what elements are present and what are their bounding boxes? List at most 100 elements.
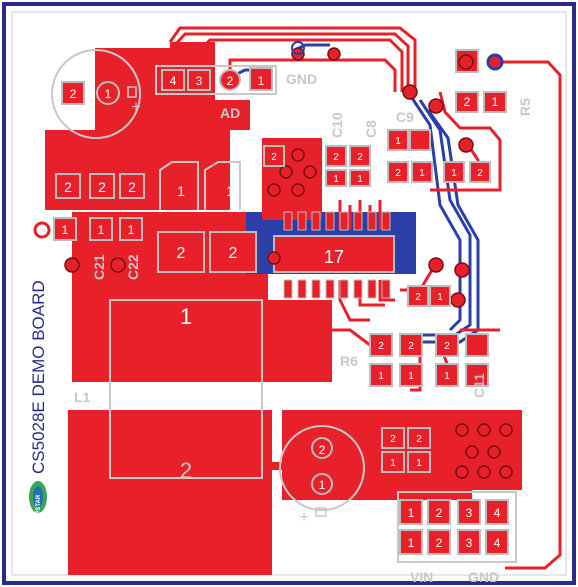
svg-text:3: 3 (196, 74, 203, 88)
cap-outline-bottom (279, 425, 365, 511)
pad-square (209, 231, 257, 273)
pad-round (96, 81, 120, 105)
via-blue (486, 53, 504, 71)
ic-pin-row-bottom (283, 279, 391, 299)
pad-square (387, 129, 409, 151)
pad-square (55, 173, 81, 199)
svg-text:2: 2 (395, 168, 401, 179)
via (450, 292, 466, 308)
pad-square (399, 333, 423, 357)
label-l1: L1 (74, 389, 91, 405)
svg-text:2: 2 (333, 152, 339, 163)
svg-text:1: 1 (226, 183, 234, 199)
svg-text:4: 4 (494, 536, 501, 550)
svg-text:1: 1 (416, 458, 422, 469)
via (455, 423, 469, 437)
pour-bottom-left (68, 410, 300, 575)
inductor-pad-1-label: 1 (180, 304, 192, 329)
via (458, 137, 474, 153)
svg-text:1: 1 (408, 506, 415, 520)
pad-square (61, 81, 85, 105)
label-c21: C21 (91, 254, 107, 280)
via (303, 165, 317, 179)
polarity-plus-top: + (131, 99, 140, 116)
pad-square (369, 333, 393, 357)
via (402, 84, 418, 100)
pad-square (53, 217, 77, 241)
svg-text:2: 2 (464, 95, 471, 109)
pad-square (325, 169, 347, 187)
ic-u1: 17 (273, 211, 395, 299)
label-c8: C8 (363, 120, 379, 138)
svg-text:2: 2 (477, 168, 483, 179)
via (291, 148, 305, 162)
svg-text:1: 1 (419, 168, 425, 179)
pad-square (325, 145, 347, 167)
svg-text:2: 2 (416, 434, 422, 445)
via (465, 445, 479, 459)
label-gnd-top: GND (286, 71, 317, 87)
svg-text:2: 2 (444, 341, 450, 352)
pads (53, 49, 509, 555)
label-gnd-bottom: GND (468, 569, 499, 585)
pad-square (469, 161, 491, 183)
via (267, 183, 281, 197)
via (454, 262, 470, 278)
pad-square (349, 169, 371, 187)
svg-text:1: 1 (62, 223, 69, 237)
label-r5: R5 (517, 98, 533, 116)
via (428, 98, 444, 114)
svg-text:1: 1 (408, 371, 414, 382)
svg-text:2: 2 (177, 245, 186, 262)
svg-text:2: 2 (357, 152, 363, 163)
pad-square (429, 285, 451, 307)
svg-text:4: 4 (170, 74, 177, 88)
label-r6: R6 (340, 353, 358, 369)
label-c11: C11 (471, 373, 487, 398)
svg-text:1: 1 (177, 183, 185, 199)
svg-text:1: 1 (451, 168, 457, 179)
pad-square (483, 91, 507, 113)
pad-square (443, 161, 465, 183)
svg-text:1: 1 (357, 174, 363, 185)
via (477, 423, 491, 437)
pad-square (387, 161, 409, 183)
pad-square (407, 285, 429, 307)
svg-text:2: 2 (128, 179, 136, 195)
pad-square (89, 173, 115, 199)
pour-middle (72, 212, 332, 382)
pad-square (187, 69, 211, 91)
svg-text:2: 2 (436, 536, 443, 550)
pad-round (311, 473, 333, 495)
via (499, 465, 513, 479)
board-inner-edge (11, 11, 567, 576)
via-open (33, 221, 51, 239)
via (455, 465, 469, 479)
pad-square (399, 499, 423, 525)
cap-outline-top (51, 49, 141, 139)
svg-text:1: 1 (128, 223, 135, 237)
svg-text:1: 1 (98, 223, 105, 237)
pad-square (407, 451, 431, 473)
svg-text:1: 1 (105, 87, 112, 101)
via (327, 47, 341, 61)
pad-square (249, 67, 273, 91)
pad-square (409, 129, 431, 151)
svg-text:2: 2 (319, 443, 326, 457)
ic-pad-label: 17 (324, 247, 344, 267)
polarity-plus-bottom: + (299, 509, 308, 526)
pad-round-via (458, 54, 474, 70)
inductor-l1-outline (109, 299, 263, 479)
pad-square (381, 427, 405, 449)
pad-square (485, 499, 509, 525)
svg-text:2: 2 (227, 74, 234, 88)
pad-square (157, 231, 205, 273)
svg-text:1: 1 (333, 174, 339, 185)
via (267, 251, 281, 265)
svg-text:2: 2 (436, 506, 443, 520)
connector-outline (397, 491, 517, 563)
pad-square (427, 499, 451, 525)
via-blue (291, 41, 305, 55)
svg-text:3: 3 (466, 506, 473, 520)
